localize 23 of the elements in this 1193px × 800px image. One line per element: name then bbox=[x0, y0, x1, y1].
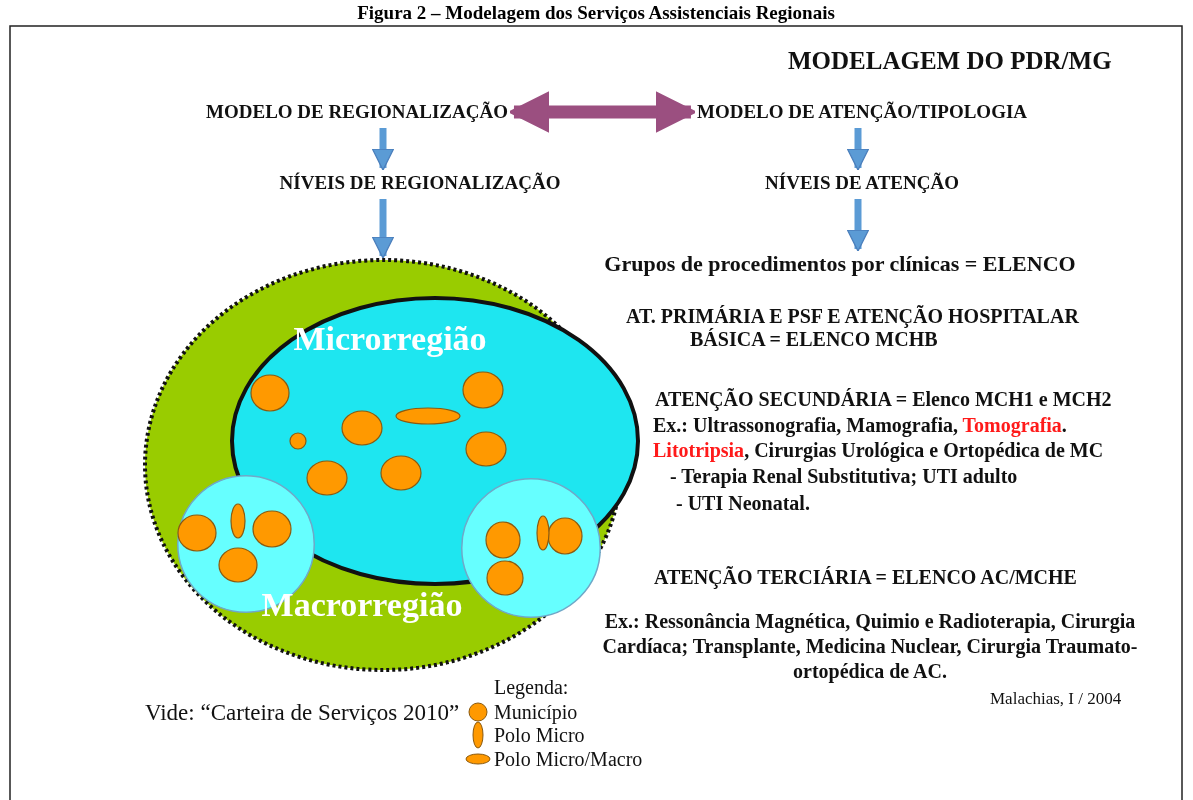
level-heading: NÍVEIS DE REGIONALIZAÇÃO bbox=[275, 170, 565, 196]
group-heading: Grupos de procedimentos por clínicas = ELENCO bbox=[600, 251, 1080, 277]
source-citation: Malachias, I / 2004 bbox=[990, 688, 1122, 710]
double-arrow bbox=[508, 91, 696, 133]
diagram-heading: MODELAGEM DO PDR/MG bbox=[788, 46, 1112, 76]
procedure-list: Litotripsia, Cirurgias Urológica e Ortopédica de MC bbox=[653, 437, 1104, 463]
procedure-list: - Terapia Renal Substitutiva; UTI adulto bbox=[670, 463, 1018, 489]
legend-title: Legenda: bbox=[494, 676, 569, 699]
model-heading: MODELO DE REGIONALIZAÇÃO bbox=[202, 99, 512, 125]
legend-text: Polo Micro/Macro bbox=[494, 748, 643, 771]
procedure-list: Ex.: Ressonância Magnética, Quimio e Radioterapia, Cirurgia Cardíaca; Transplante, Medicina Nuclear, Cirurgia Traumato-ortopédica de AC. bbox=[596, 609, 1144, 684]
region-label: Macrorregião bbox=[261, 586, 463, 624]
procedure-list: Ex.: Ultrassonografia, Mamografia, Tomografia. bbox=[653, 412, 1067, 438]
care-level-text: AT. PRIMÁRIA E PSF E ATENÇÃO HOSPITALAR BÁSICA = ELENCO MCHB bbox=[626, 305, 1080, 351]
model-heading: MODELO DE ATENÇÃO/TIPOLOGIA bbox=[692, 99, 1032, 125]
region-label: Microrregião bbox=[293, 320, 487, 358]
care-level-text: ATENÇÃO TERCIÁRIA = ELENCO AC/MCHE bbox=[654, 565, 1077, 590]
legend-text: Município bbox=[494, 701, 578, 724]
reference-note: Vide: “Carteira de Serviços 2010” bbox=[145, 699, 460, 727]
figure-title: Figura 2 – Modelagem dos Serviços Assistenciais Regionais bbox=[357, 2, 835, 24]
legend-text: Polo Micro bbox=[494, 724, 585, 747]
procedure-list: - UTI Neonatal. bbox=[676, 490, 810, 516]
level-heading: NÍVEIS DE ATENÇÃO bbox=[761, 170, 963, 196]
